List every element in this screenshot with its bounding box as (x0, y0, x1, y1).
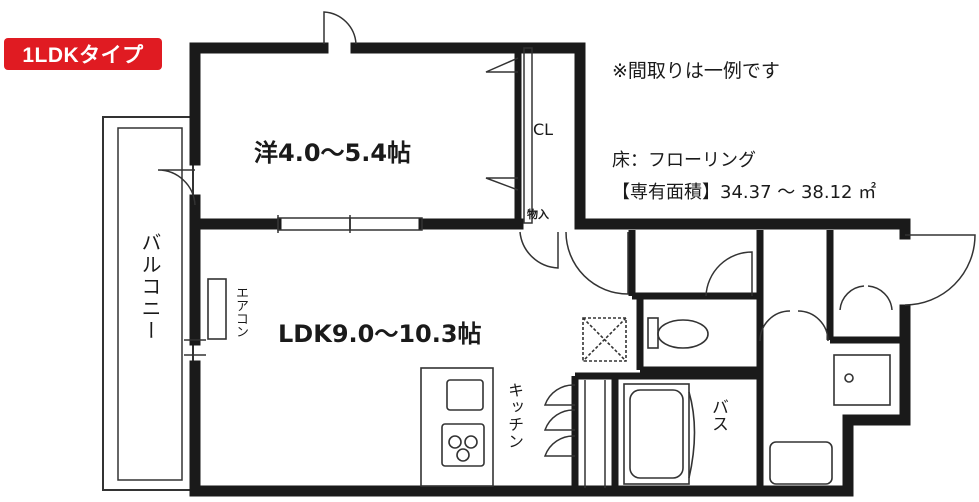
room-label-western: 洋4.0～5.4帖 (254, 139, 412, 167)
bathtub (623, 383, 690, 485)
floor-area: 【専有面積】34.37 ～ 38.12 ㎡ (612, 182, 877, 203)
label-kitchen: キッチン (505, 382, 524, 450)
type-badge: 1LDKタイプ (4, 38, 162, 70)
walls (189, 42, 911, 497)
room-label-closet: CL (533, 120, 554, 139)
aircon-unit (207, 278, 227, 340)
fridge-space (582, 317, 627, 362)
room-label-ldk: LDK9.0～10.3帖 (278, 320, 482, 348)
toilet (647, 317, 659, 349)
washing-machine (769, 441, 833, 485)
label-aircon: エアコン (233, 286, 248, 338)
washbasin (833, 354, 891, 406)
floor-material: 床：フローリング (612, 150, 756, 171)
layout-note: ※間取りは一例です (612, 60, 780, 82)
kitchen-counter (420, 367, 494, 487)
room-label-balcony: バルコニー (138, 232, 162, 342)
room-label-storage: 物入 (527, 208, 549, 221)
room-label-bath: バス (708, 398, 728, 432)
